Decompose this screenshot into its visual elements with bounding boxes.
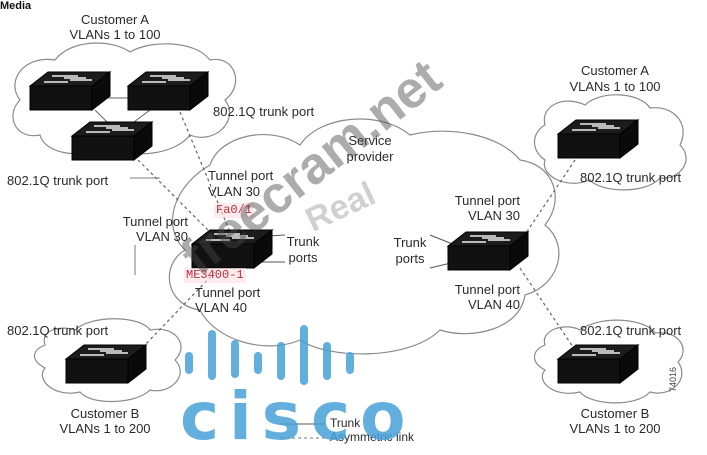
asymmetric-link: [137, 159, 211, 233]
customer-a-right-name: Customer A: [581, 63, 649, 78]
switch-customer-a-right[interactable]: [557, 119, 639, 159]
tunnel-vlan-label: VLAN 30: [135, 229, 188, 244]
trunk-ports-label-2: ports: [288, 250, 318, 265]
service-provider-label-2: provider: [346, 149, 394, 164]
cloud-customer-a-right: [533, 94, 687, 191]
tunnel-vlan-label: VLAN 40: [467, 297, 520, 312]
legend-trunk-label: Trunk: [330, 416, 361, 430]
trunk-port-label: 802.1Q trunk port: [213, 104, 315, 119]
cloud-customer-b-left: [33, 318, 182, 403]
tunnel-vlan-label: VLAN 40: [195, 300, 248, 315]
figure-id: 74016: [668, 366, 678, 392]
customer-a-left-vlans: VLANs 1 to 100: [69, 27, 161, 42]
switch-customer-a-3[interactable]: [71, 121, 153, 161]
trunk-ports-label-2: ports: [395, 251, 425, 266]
tunnel-port-label: Tunnel port: [454, 193, 520, 208]
switch-me3400-1[interactable]: [191, 229, 273, 269]
trunk-port-label: 802.1Q trunk port: [7, 173, 109, 188]
asymmetric-link: [144, 271, 216, 346]
tunnel-vlan-label: VLAN 30: [467, 208, 520, 223]
header-label: Media: [0, 0, 32, 12]
tunnel-port-label: Tunnel port: [208, 168, 274, 183]
cloud-customer-b-right: [533, 319, 684, 404]
port-id-fa0-1: Fa0/1: [214, 203, 255, 218]
customer-b-left-name: Customer B: [70, 406, 140, 421]
switch-customer-a-2[interactable]: [127, 71, 209, 111]
cisco-logo-bars: [185, 325, 354, 385]
switch-customer-b-left[interactable]: [65, 344, 147, 384]
tunnel-port-label: Tunnel port: [195, 285, 261, 300]
asymmetric-link: [519, 159, 576, 243]
service-provider-label-1: Service: [348, 133, 392, 148]
customer-b-right-vlans: VLANs 1 to 200: [569, 421, 661, 436]
customer-a-left-name: Customer A: [81, 12, 149, 27]
switch-name-me3400-1: ME3400-1: [184, 268, 246, 283]
switch-customer-b-right[interactable]: [557, 344, 639, 384]
switch-provider-right[interactable]: [447, 231, 529, 271]
customer-b-left-vlans: VLANs 1 to 200: [59, 421, 151, 436]
trunk-port-label: 802.1Q trunk port: [580, 323, 682, 338]
tunnel-port-label: Tunnel port: [454, 282, 520, 297]
customer-a-right-vlans: VLANs 1 to 100: [569, 79, 661, 94]
cloud-customer-a-left: [12, 42, 237, 155]
trunk-ports-label-1: Trunk: [393, 235, 427, 250]
tunnel-vlan-label: VLAN 30: [208, 184, 261, 199]
tunnel-port-label: Tunnel port: [122, 214, 188, 229]
cloud-service-provider: [168, 118, 560, 355]
trunk-port-label: 802.1Q trunk port: [580, 170, 682, 185]
legend-asymmetric-label: Asymmetric link: [330, 430, 415, 444]
customer-b-right-name: Customer B: [580, 406, 650, 421]
asymmetric-link: [519, 267, 576, 351]
trunk-port-label: 802.1Q trunk port: [7, 323, 109, 338]
trunk-ports-label-1: Trunk: [286, 234, 320, 249]
switch-customer-a-1[interactable]: [29, 71, 111, 111]
